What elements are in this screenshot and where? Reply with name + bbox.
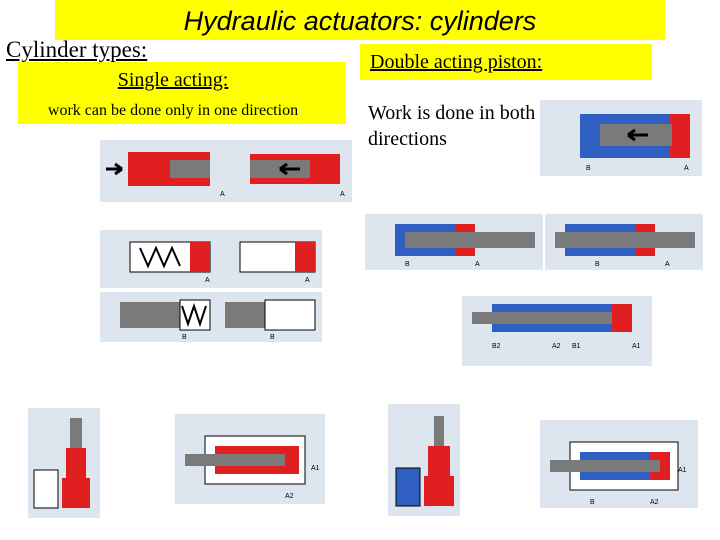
port-b1-label: B1: [572, 343, 581, 350]
single-acting-diagram: A A: [100, 140, 352, 202]
port-b2-label: B2: [492, 343, 501, 350]
single-acting-svg: A A: [106, 152, 345, 198]
spring-extend-svg: B B: [120, 299, 316, 341]
arrow-left-icon: [279, 162, 300, 176]
telescopic-cylinder-diagram-2: [388, 404, 460, 516]
rod-right: [225, 302, 265, 328]
spring-extend-diagram: B B: [100, 292, 322, 342]
double-acting-svg: B A: [580, 114, 690, 172]
telescopic-cylinder-diagram: [28, 408, 100, 518]
cylinder-red-chamber: [670, 114, 690, 158]
differential-cylinder-diagram: A1 A2: [175, 414, 325, 504]
double-acting-diagram: B A: [540, 100, 702, 176]
rod-left: [120, 302, 180, 328]
port-a-label: A: [220, 191, 225, 198]
port-b-label-3: B: [595, 261, 600, 268]
single-acting-box: [18, 62, 346, 124]
fluid-chamber-right: [295, 242, 315, 272]
title-banner: [55, 0, 665, 40]
port-a2-label-dd: A2: [650, 499, 659, 506]
telescopic-retracted: [33, 469, 59, 509]
spring-return-svg: A A: [129, 241, 316, 284]
spring-icon: [139, 245, 181, 269]
telescopic-2-stage-2: [424, 476, 454, 506]
spring-return-diagram: A A: [100, 230, 322, 288]
port-a-label-spring-right: A: [305, 277, 310, 284]
port-a2-label: A2: [552, 343, 561, 350]
double-acting-right-diagram: B A: [545, 214, 703, 270]
telescopic-stage-1: [66, 448, 86, 478]
telescopic-2-retracted: [395, 467, 421, 507]
double-acting-label: Double acting piston:: [370, 51, 543, 73]
double-acting-box: [360, 44, 652, 80]
double-diff-rod: [550, 460, 660, 472]
port-a2-label-diff: A2: [285, 493, 294, 500]
arrow-right-icon: [106, 162, 123, 176]
spring-chamber-right: [264, 299, 316, 331]
cylinder-types-heading: Cylinder types:: [6, 37, 148, 62]
port-b-label: B: [182, 334, 187, 341]
port-a-label-3: A: [665, 261, 670, 268]
double-right-rod: [555, 232, 695, 248]
double-differential-svg: A1 A2 B: [550, 441, 687, 506]
telescopic-stage-2: [62, 478, 90, 508]
port-b-label-double: B: [586, 165, 591, 172]
tandem-rod: [472, 312, 612, 324]
differential-rod: [185, 454, 285, 466]
tandem-cylinder-diagram: B2 A2 B1 A1: [462, 296, 652, 366]
single-acting-description: work can be done only in one direction: [47, 102, 299, 119]
telescopic-rod: [70, 418, 82, 448]
spring-icon-2: [181, 302, 207, 328]
fluid-chamber-left: [190, 242, 210, 272]
page-title: Hydraulic actuators: cylinders: [183, 6, 537, 36]
piston-left: [170, 160, 210, 178]
single-acting-label: Single acting:: [117, 69, 229, 91]
port-b-label-dd: B: [590, 499, 595, 506]
port-a1-label-dd: A1: [678, 467, 687, 474]
port-a-label-right: A: [340, 191, 345, 198]
telescopic-2-stage-1: [428, 446, 450, 476]
double-right-svg: B A: [555, 224, 695, 268]
port-a1-label-diff: A1: [311, 465, 320, 472]
double-acting-description: Work is done in both directions: [368, 102, 536, 150]
tandem-svg: B2 A2 B1 A1: [472, 304, 641, 350]
double-differential-diagram: A1 A2 B: [540, 420, 698, 508]
telescopic-2-rod: [434, 416, 444, 446]
telescopic-svg: [33, 418, 90, 509]
port-b-label-2: B: [405, 261, 410, 268]
double-acting-left-diagram: B A: [365, 214, 543, 270]
port-a-label-2: A: [475, 261, 480, 268]
port-a1-label: A1: [632, 343, 641, 350]
port-a-label-double: A: [684, 165, 689, 172]
telescopic-2-svg: [395, 416, 454, 507]
double-left-svg: B A: [395, 224, 535, 268]
port-b-label-right: B: [270, 334, 275, 341]
port-a-label-spring: A: [205, 277, 210, 284]
double-left-rod: [405, 232, 535, 248]
differential-svg: A1 A2: [185, 435, 320, 500]
arrow-left-icon-double: [627, 128, 648, 142]
tandem-red: [612, 304, 632, 332]
